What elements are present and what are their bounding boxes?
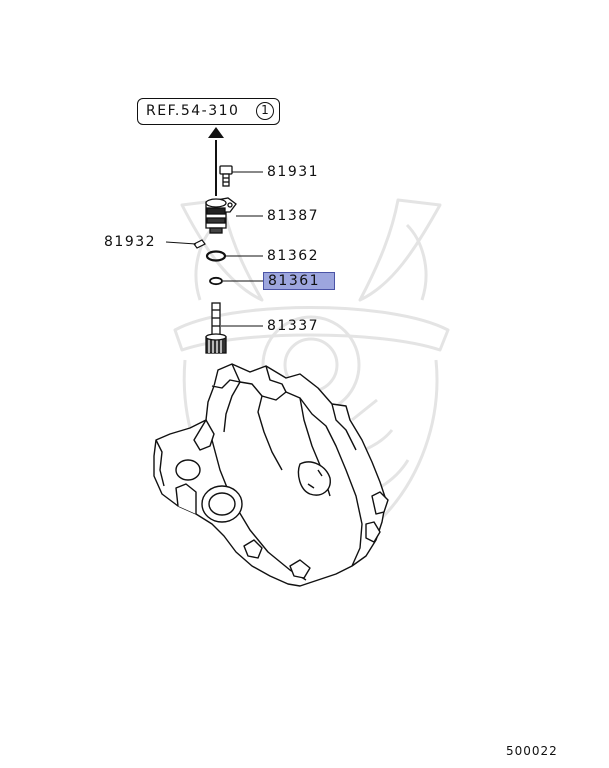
pin-81932-part: [193, 239, 206, 249]
o-ring-81362-part: [205, 250, 227, 262]
part-label-81931[interactable]: 81931: [267, 164, 320, 180]
reference-box[interactable]: REF.54-310 1: [137, 98, 280, 125]
sleeve-81387-part: [205, 197, 237, 234]
gear-81337-part: [205, 302, 227, 354]
leader-lines: [165, 171, 263, 327]
part-label-81932[interactable]: 81932: [104, 234, 157, 250]
part-label-81362[interactable]: 81362: [267, 248, 320, 264]
part-label-81361-highlighted[interactable]: 81361: [263, 272, 335, 290]
diagram-id: 500022: [506, 744, 558, 758]
reference-index-badge: 1: [256, 102, 274, 120]
transmission-case: [153, 363, 389, 587]
part-label-81337[interactable]: 81337: [267, 318, 320, 334]
reference-arrow: [208, 127, 224, 196]
reference-label: REF.54-310: [146, 103, 240, 119]
part-label-81387[interactable]: 81387: [267, 208, 320, 224]
o-ring-81361-part: [209, 276, 223, 286]
bolt-81931-part: [219, 165, 233, 187]
